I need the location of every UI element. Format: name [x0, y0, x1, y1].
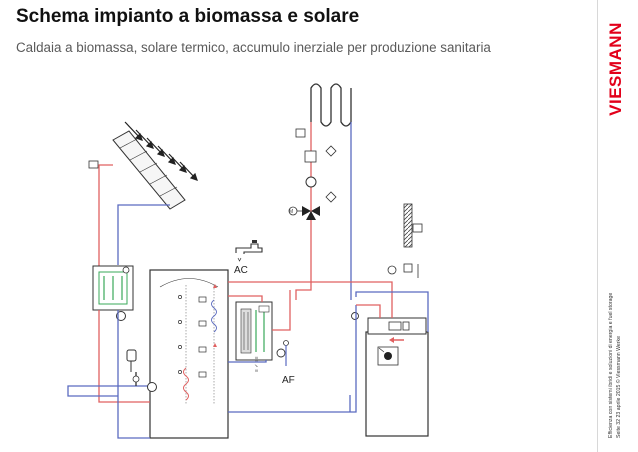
- solar-sensor-icon: [132, 375, 140, 383]
- page-subtitle: Caldaia a biomassa, solare termico, accu…: [16, 40, 491, 55]
- boiler-safety-group: [387, 263, 419, 278]
- solar-pump-icon: [116, 311, 126, 321]
- cold-water-inlet-icon: [283, 340, 289, 366]
- heating-valves: [288, 145, 337, 220]
- radiator-thermostat-icon: [295, 128, 306, 138]
- hot-water-tap-icon: [235, 240, 263, 262]
- expansion-vessel: [126, 349, 137, 372]
- page-title: Schema impianto a biomassa e solare: [16, 6, 360, 27]
- heating-circuit-pipes: [295, 122, 352, 300]
- system-diagram: ≡ ✓ ≡≡ AC AF M: [67, 83, 429, 439]
- af-label: AF: [282, 375, 295, 386]
- boiler-pipes: [228, 281, 429, 413]
- solar-return-pump-icon: [147, 382, 157, 392]
- sidebar-divider: [597, 0, 598, 452]
- footer-line-1: Efficienza con sistemi ibridi e soluzion…: [608, 292, 614, 438]
- brand-name: VIESMANN: [606, 22, 625, 116]
- sun-rays-icon: [124, 121, 198, 181]
- footer-info: Efficienza con sistemi ibridi e soluzion…: [598, 240, 632, 440]
- footer-line-2: Seite 32 23 aprile 2015 © Viessmann Werk…: [616, 336, 622, 438]
- tank-sensors: [178, 295, 207, 378]
- ac-label: AC: [234, 265, 248, 276]
- heating-pump-icon: [305, 176, 317, 188]
- solar-pump-station: [92, 265, 134, 311]
- biomass-boiler: [365, 317, 429, 437]
- radiator-icon: [310, 83, 352, 127]
- viessmann-logo: VIESMANN: [603, 10, 629, 128]
- collector-sensor-icon: [88, 160, 99, 169]
- boiler-pump-icon: [351, 312, 359, 320]
- buffer-tank: [149, 269, 229, 439]
- station-caption: ≡ ✓ ≡≡: [254, 356, 260, 372]
- tank-arrows: [213, 284, 217, 347]
- footer-block: Efficienza con sistemi ibridi e soluzion…: [607, 242, 623, 438]
- lower-solar-loop: [67, 310, 150, 439]
- fresh-water-station: [235, 301, 273, 361]
- wall-thermostat: [403, 203, 423, 248]
- station-pump-icon: [276, 348, 286, 358]
- solar-collector: [112, 130, 186, 210]
- mixer-motor-label: M: [289, 209, 293, 215]
